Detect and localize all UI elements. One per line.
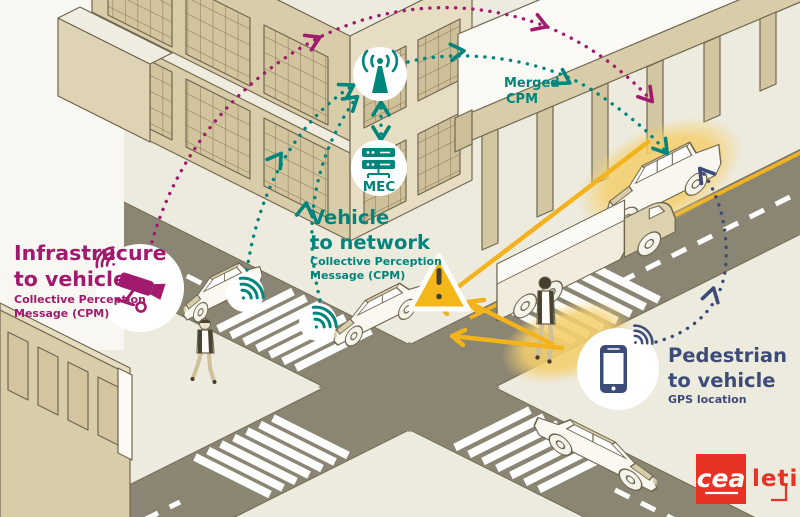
leti-logo-text: leti — [752, 466, 798, 492]
p2v-title-line2: to vehicle — [668, 369, 775, 392]
i2v-title-line1: Infrastrucure — [14, 241, 167, 265]
pedestrian-left — [190, 318, 217, 384]
canopy-ne — [454, 0, 800, 251]
label-pedestrian-to-vehicle: Pedestrian to vehicle GPS location — [668, 344, 787, 406]
cea-logo-text: cea — [697, 464, 746, 493]
arrowhead — [465, 297, 487, 316]
broadcast-antenna-icon — [361, 49, 399, 93]
v2n-title-line2: to network — [310, 231, 431, 254]
p2v-subtitle: GPS location — [668, 393, 747, 406]
i2v-subtitle-line2: Message (CPM) — [14, 307, 109, 320]
camera-badge — [91, 242, 184, 332]
wifi-badge-1 — [226, 271, 269, 312]
i2v-subtitle-line1: Collective Perception — [14, 293, 146, 306]
lane-dashes-se — [613, 487, 675, 517]
cctv-camera-icon — [91, 242, 166, 313]
mec-server-icon — [362, 148, 395, 178]
merged-cpm-line1: Merged — [504, 76, 560, 91]
wifi-badge-2 — [299, 300, 342, 341]
leti-corner-bracket — [771, 486, 788, 502]
crosswalk-sw — [193, 414, 350, 499]
arrowhead — [449, 327, 468, 348]
antenna-badge — [353, 47, 407, 101]
lane-dashes-sw — [144, 499, 182, 517]
cea-leti-logo: cea leti — [696, 454, 798, 504]
label-vehicle-to-network: Vehicle to network Collective Perception… — [310, 206, 442, 282]
warning-triangle-icon — [407, 253, 471, 312]
mec-badge: MEC — [351, 140, 407, 196]
label-infrastructure-to-vehicle: Infrastrucure to vehicle Collective Perc… — [14, 241, 167, 320]
pedestrian-crossing — [535, 276, 556, 364]
path-p2v — [654, 168, 728, 344]
cea-logo-square — [696, 454, 746, 504]
smartphone-badge — [577, 320, 659, 410]
v2n-subtitle-line2: Message (CPM) — [310, 269, 405, 282]
label-merged-cpm: Merged CPM — [504, 76, 560, 107]
arrow-suv-to-triangle — [434, 139, 651, 306]
arrow-pedestrian-to-car — [449, 333, 565, 351]
v2n-title-line1: Vehicle — [310, 206, 389, 229]
smartphone-icon — [600, 320, 658, 393]
i2v-title-line2: to vehicle — [14, 267, 127, 291]
merged-cpm-line2: CPM — [506, 92, 538, 107]
hazard-arrows — [434, 139, 651, 351]
arrow-pedestrian-to-triangle — [465, 299, 555, 347]
p2v-title-line1: Pedestrian — [668, 344, 787, 367]
intersection-center — [318, 342, 500, 432]
path-v2n-2 — [310, 96, 358, 302]
lane-dashes-ne — [618, 189, 800, 285]
building-sw — [0, 302, 133, 517]
mec-label: MEC — [363, 179, 396, 195]
v2n-subtitle-line1: Collective Perception — [310, 255, 442, 268]
communication-paths — [150, 5, 728, 344]
path-i2v — [150, 5, 653, 244]
